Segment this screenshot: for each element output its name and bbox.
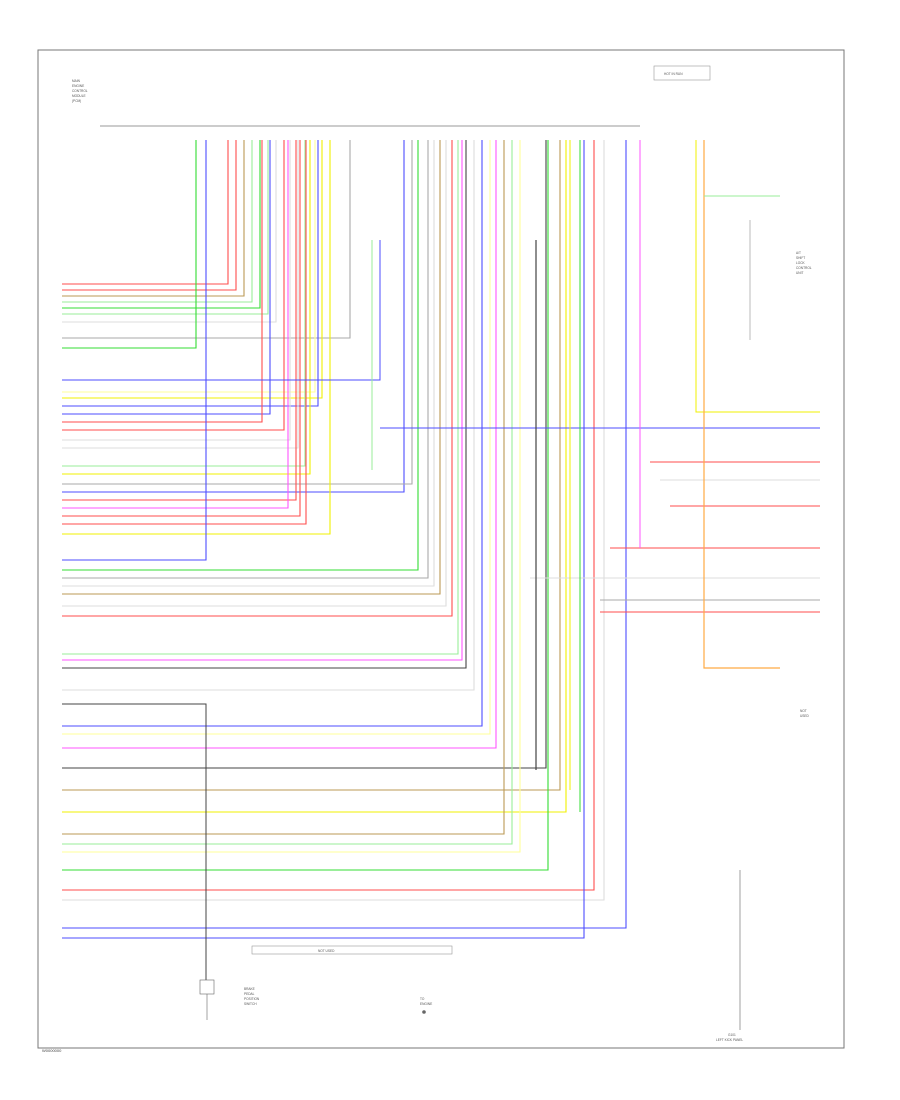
wire-2: [62, 140, 245, 297]
wire-61: [703, 140, 780, 669]
wire-49: [62, 140, 627, 929]
wire-11: [62, 140, 319, 407]
wire-27: [62, 140, 419, 571]
pcm-label-group: MAIN ENGINE CONTROL MODULE (PCM): [72, 79, 88, 103]
wire-16: [62, 140, 299, 449]
wire-14: [62, 140, 285, 431]
wire-9: [62, 140, 316, 393]
pcm-label-2: CONTROL: [72, 89, 88, 93]
wire-39: [62, 140, 497, 749]
wire-28: [62, 140, 429, 579]
wire-64: [62, 703, 207, 980]
wire-10: [62, 140, 323, 399]
wire-43: [62, 140, 505, 835]
shift-lock-label-4: UNIT: [796, 271, 803, 275]
wire-0: [62, 140, 229, 285]
wire-30: [62, 140, 441, 595]
wire-17: [62, 140, 306, 467]
wire-7: [62, 140, 351, 339]
wire-44: [62, 140, 513, 845]
hot-in-run-label: HOT IN RUN: [664, 72, 683, 76]
ground-g101: G101 LEFT KICK PANEL: [716, 870, 743, 1042]
wire-36: [62, 140, 475, 691]
wire-15: [62, 140, 291, 441]
wire-8: [62, 140, 197, 349]
wire-38: [62, 140, 491, 735]
wire-33: [62, 140, 459, 655]
wire-1: [62, 140, 237, 291]
wire-23: [62, 140, 301, 517]
wire-45: [62, 140, 521, 853]
diagram-border: [37, 49, 845, 1049]
shift-lock-unit-labels: A/T SHIFT LOCK CONTROL UNIT: [796, 251, 812, 275]
shift-lock-label-3: CONTROL: [796, 266, 812, 270]
lower-right-label-1: USED: [800, 714, 810, 718]
wire-6: [62, 140, 277, 323]
pcm-label-0: MAIN: [72, 79, 81, 83]
wire-48: [62, 140, 605, 901]
wire-46: [62, 140, 549, 871]
wire-4: [62, 140, 261, 309]
lower-right-label-0: NOT: [800, 709, 807, 713]
shift-lock-label-0: A/T: [796, 251, 801, 255]
wire-32: [62, 140, 453, 617]
shift-lock-label-1: SHIFT: [796, 256, 805, 260]
engine-label-1: ENGINE: [420, 1002, 432, 1006]
wire-12: [62, 140, 271, 415]
lower-right-module-labels: NOT USED: [800, 709, 810, 718]
shift-lock-label-2: LOCK: [796, 261, 806, 265]
wire-41: [62, 140, 561, 791]
footer-code: W0000000: [42, 1048, 62, 1053]
not-used-label: NOT USED: [318, 949, 335, 953]
wire-40: [62, 140, 547, 769]
wire-18: [62, 140, 311, 475]
wire-42: [62, 140, 567, 813]
pcm-label-4: (PCM): [72, 99, 81, 103]
wire-21: [62, 140, 297, 501]
wire-65: [62, 240, 381, 381]
wire-25: [62, 140, 331, 535]
brake-switch-symbol: BRAKE PEDAL POSITION SWITCH: [199, 979, 260, 1020]
wire-group: [62, 140, 820, 980]
ground-label-0: G101: [728, 1033, 736, 1037]
wire-34: [62, 140, 463, 661]
engine-connection-labels: TO ENGINE: [420, 997, 432, 1014]
wire-5: [62, 140, 269, 315]
wire-47: [62, 140, 595, 891]
wire-29: [62, 140, 435, 587]
brake-label-0: BRAKE: [244, 987, 255, 991]
wire-31: [62, 140, 447, 607]
pcm-label-3: MODULE: [72, 94, 86, 98]
engine-label-0: TO: [420, 997, 425, 1001]
brake-label-2: POSITION: [244, 997, 260, 1001]
ground-label-1: LEFT KICK PANEL: [716, 1038, 743, 1042]
wire-35: [62, 140, 467, 669]
wire-37: [62, 140, 483, 727]
not-used-box: [251, 945, 453, 955]
pcm-label-1: ENGINE: [72, 84, 84, 88]
wire-26: [62, 140, 207, 561]
wire-3: [62, 140, 253, 303]
brake-label-1: PEDAL: [244, 992, 255, 996]
hot-in-run-box: [653, 65, 711, 81]
wire-50: [62, 140, 585, 939]
wire-13: [62, 140, 263, 423]
brake-label-3: SWITCH: [244, 1002, 257, 1006]
wire-20: [62, 140, 413, 485]
wire-24: [62, 140, 307, 525]
wire-60: [695, 140, 820, 413]
wire-22: [62, 140, 289, 509]
wire-19: [62, 140, 405, 493]
